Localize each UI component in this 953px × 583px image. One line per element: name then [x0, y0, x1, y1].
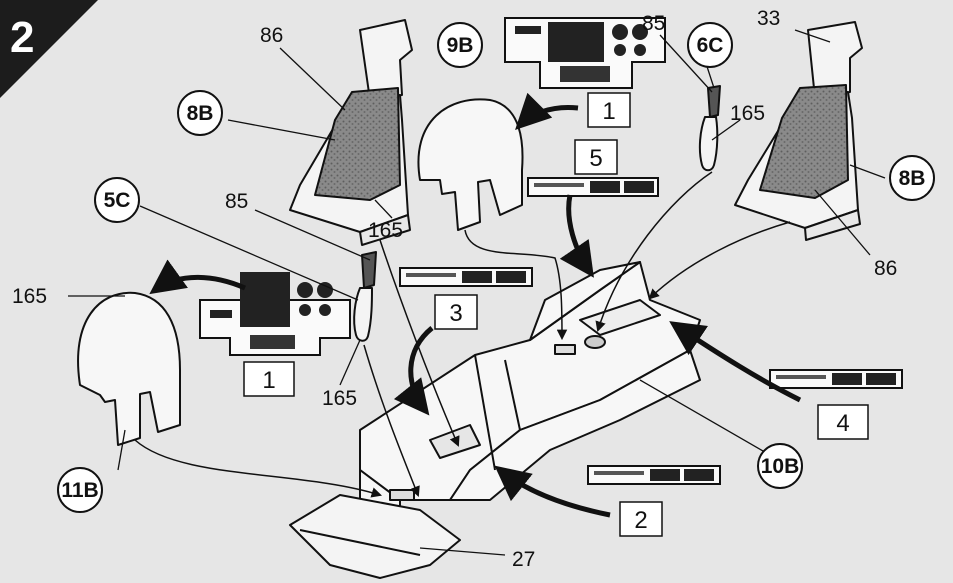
decal-box-1-rear: 1 [587, 92, 631, 128]
part-code-5c-label: 5C [104, 189, 131, 212]
decal-box-5: 5 [574, 139, 618, 175]
console-decal-rear [769, 369, 903, 389]
bulkhead-rear [417, 98, 524, 231]
part-code-9b-label: 9B [447, 34, 474, 57]
part-code-11b-label: 11B [61, 479, 98, 502]
instrument-panel-decal-front [199, 272, 351, 356]
part-code-6c: 6C [687, 22, 733, 68]
part-number-85-right: 85 [642, 12, 665, 35]
part-code-11b: 11B [57, 467, 103, 513]
part-number-86-left: 86 [260, 24, 283, 47]
ejection-seat-right [734, 21, 863, 241]
side-decal-front [399, 267, 533, 287]
decal-number-1-front: 1 [262, 367, 275, 394]
part-code-8b-right-label: 8B [899, 167, 926, 190]
part-number-86-right: 86 [874, 257, 897, 280]
decal-box-3: 3 [434, 294, 478, 330]
part-number-85-left: 85 [225, 190, 248, 213]
ejection-seat-left [289, 19, 413, 246]
decal-box-2: 2 [619, 501, 663, 537]
part-number-165-stick-left: 165 [322, 387, 357, 410]
part-number-27: 27 [512, 548, 535, 571]
decal-number-5: 5 [589, 145, 602, 172]
leader-lines [68, 29, 886, 556]
console-decal-front [587, 465, 721, 485]
part-number-33: 33 [757, 7, 780, 30]
part-code-8b-left-label: 8B [187, 102, 214, 125]
assembly-arrows [134, 92, 802, 518]
part-number-165-bulkhead: 165 [12, 285, 47, 308]
part-number-165-seat: 165 [368, 219, 403, 242]
part-code-9b: 9B [437, 22, 483, 68]
part-code-10b-label: 10B [761, 455, 800, 478]
part-code-8b-right: 8B [889, 155, 935, 201]
step-number: 2 [10, 13, 34, 62]
decal-number-3: 3 [449, 300, 462, 327]
part-code-8b-left: 8B [177, 90, 223, 136]
decal-box-1-front: 1 [243, 361, 295, 397]
control-stick-right [698, 85, 721, 172]
cockpit-tub [359, 261, 701, 531]
control-stick-left [353, 251, 377, 342]
part-code-10b: 10B [757, 443, 803, 489]
instrument-panel-decal-rear [504, 17, 666, 89]
step-banner: 2 [0, 0, 98, 98]
bulkhead-front [77, 291, 181, 446]
decal-number-2: 2 [634, 507, 647, 534]
side-decal-rear [527, 177, 659, 197]
decal-box-4: 4 [817, 404, 869, 440]
part-code-5c: 5C [94, 177, 140, 223]
decal-number-4: 4 [836, 410, 849, 437]
floor-panel [289, 494, 461, 579]
part-number-165-stick-right: 165 [730, 102, 765, 125]
part-code-6c-label: 6C [697, 34, 724, 57]
decal-number-1-rear: 1 [602, 98, 615, 125]
